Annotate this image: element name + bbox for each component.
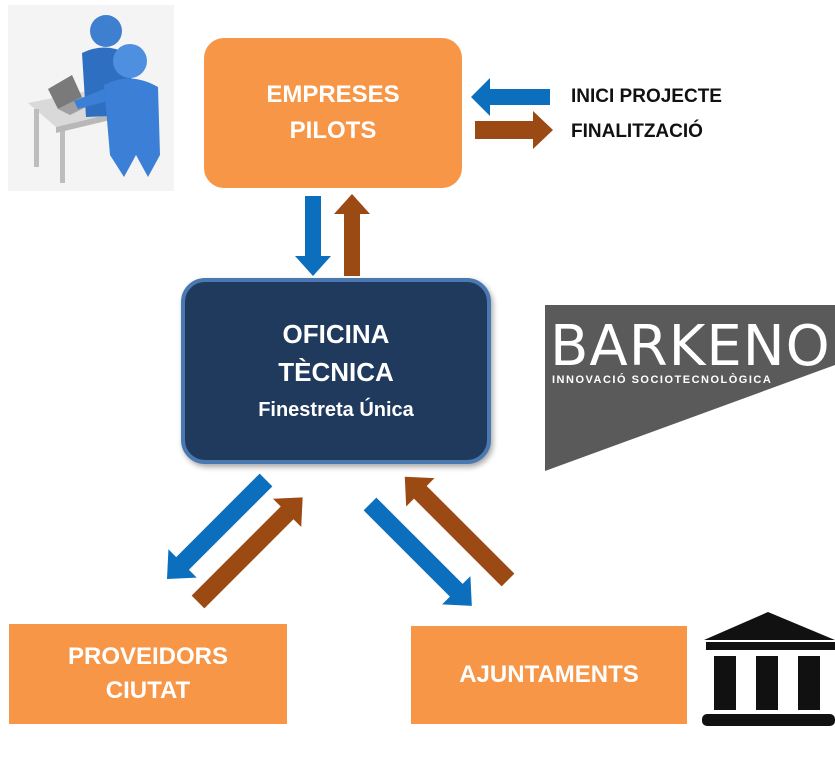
oficina-label-line2: TÈCNICA — [278, 357, 394, 387]
arrow-from-proveidors-brown — [191, 497, 303, 609]
arrow-to-proveidors-blue — [167, 473, 273, 579]
arrow-down-blue — [295, 196, 331, 276]
legend-brown-arrow — [475, 111, 553, 149]
legend-blue-arrow — [471, 78, 550, 116]
empreses-pilots-node: EMPRESES PILOTS — [204, 38, 462, 188]
ajuntaments-node: AJUNTAMENTS — [411, 626, 687, 724]
empreses-label-line1: EMPRESES — [266, 81, 400, 108]
empreses-label-line2: PILOTS — [289, 117, 377, 144]
barkeno-logo-name: BARKENO — [550, 314, 831, 379]
oficina-label-line3: Finestreta Única — [258, 399, 414, 421]
people-at-desk-icon — [8, 5, 174, 191]
proveidors-ciutat-node: PROVEIDORS CIUTAT — [9, 624, 287, 724]
oficina-label-line1: OFICINA — [282, 319, 390, 349]
barkeno-logo-tagline: INNOVACIÓ SOCIOTECNOLÒGICA — [552, 374, 773, 386]
legend-finalitzacio: FINALITZACIÓ — [571, 121, 703, 142]
bank-building-icon — [702, 612, 835, 726]
arrow-from-ajuntaments-brown — [404, 476, 515, 587]
arrow-up-brown — [334, 194, 370, 276]
barkeno-logo-background — [545, 305, 835, 471]
ajuntaments-label: AJUNTAMENTS — [459, 661, 639, 688]
proveidors-label-line1: PROVEIDORS — [67, 643, 229, 670]
legend-inici-projecte: INICI PROJECTE — [571, 86, 722, 107]
oficina-tecnica-node: OFICINA TÈCNICA Finestreta Única — [181, 278, 491, 464]
proveidors-label-line2: CIUTAT — [105, 677, 191, 704]
arrow-to-ajuntaments-blue — [363, 497, 472, 606]
